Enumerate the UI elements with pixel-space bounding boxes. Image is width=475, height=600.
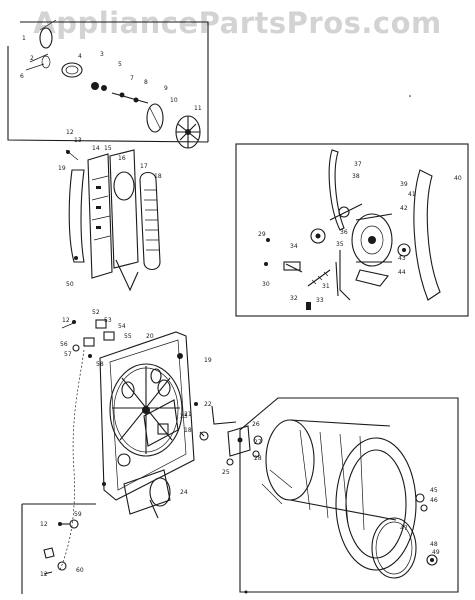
svg-text:57: 57 xyxy=(64,351,72,358)
svg-text:19: 19 xyxy=(204,357,212,364)
svg-text:39: 39 xyxy=(400,181,408,188)
svg-text:43: 43 xyxy=(398,255,406,262)
svg-text:1: 1 xyxy=(22,35,26,42)
svg-text:31: 31 xyxy=(322,283,330,290)
svg-text:16: 16 xyxy=(118,155,126,162)
svg-text:50: 50 xyxy=(66,281,74,288)
svg-text:36: 36 xyxy=(340,229,348,236)
svg-text:17: 17 xyxy=(140,163,148,170)
svg-text:15: 15 xyxy=(104,145,112,152)
svg-text:23: 23 xyxy=(180,413,188,420)
drum-assembly xyxy=(199,397,459,593)
svg-text:20: 20 xyxy=(146,333,154,340)
svg-text:48: 48 xyxy=(430,541,438,548)
svg-text:52: 52 xyxy=(92,309,100,316)
svg-text:56: 56 xyxy=(60,341,68,348)
duct-assembly xyxy=(65,149,161,292)
svg-text:47: 47 xyxy=(400,525,408,532)
bulkhead-callouts: 52 53 54 55 56 57 58 12 19 20 21 22 23 2… xyxy=(60,309,212,496)
heater-element xyxy=(123,469,171,519)
svg-text:5: 5 xyxy=(118,61,122,68)
svg-text:59: 59 xyxy=(74,511,82,518)
svg-text:38: 38 xyxy=(352,173,360,180)
rear-bulkhead xyxy=(59,319,198,571)
svg-text:33: 33 xyxy=(316,297,324,304)
svg-text:24: 24 xyxy=(180,489,188,496)
lint-screen xyxy=(139,171,161,271)
svg-text:22: 22 xyxy=(204,401,212,408)
svg-text:32: 32 xyxy=(290,295,298,302)
svg-text:54: 54 xyxy=(118,323,126,330)
svg-text:4: 4 xyxy=(78,53,82,60)
svg-text:25: 25 xyxy=(222,469,230,476)
svg-text:12: 12 xyxy=(66,129,74,136)
svg-text:18: 18 xyxy=(184,427,192,434)
svg-text:21: 21 xyxy=(184,411,192,418)
svg-text:37: 37 xyxy=(354,161,362,168)
svg-text:3: 3 xyxy=(100,51,104,58)
svg-text:13: 13 xyxy=(74,137,82,144)
svg-text:9: 9 xyxy=(164,85,168,92)
svg-text:12: 12 xyxy=(40,521,48,528)
svg-text:18: 18 xyxy=(154,173,162,180)
duct-callouts: 12 13 14 15 16 17 18 19 50 xyxy=(58,129,162,288)
svg-text:10: 10 xyxy=(170,97,178,104)
svg-text:58: 58 xyxy=(96,361,104,368)
svg-text:12: 12 xyxy=(40,571,48,578)
svg-text:41: 41 xyxy=(408,191,416,198)
tumbler-drum xyxy=(261,419,417,571)
svg-text:2: 2 xyxy=(30,55,34,62)
thermostat-inset xyxy=(21,503,96,594)
blower-assembly-panel xyxy=(7,19,209,149)
svg-text:35: 35 xyxy=(336,241,344,248)
motor-panel xyxy=(235,143,469,317)
svg-text:34: 34 xyxy=(290,243,298,250)
svg-text:60: 60 xyxy=(76,567,84,574)
svg-text:44: 44 xyxy=(398,269,406,276)
blower-impeller xyxy=(175,115,201,149)
drive-motor xyxy=(351,213,393,267)
svg-text:40: 40 xyxy=(454,175,462,182)
svg-text:29: 29 xyxy=(258,231,266,238)
svg-text:6: 6 xyxy=(20,73,24,80)
svg-text:8: 8 xyxy=(144,79,148,86)
svg-text:7: 7 xyxy=(130,75,134,82)
svg-text:42: 42 xyxy=(400,205,408,212)
inset-callouts: 59 12 60 12 xyxy=(40,511,84,578)
svg-text:11: 11 xyxy=(194,105,202,112)
svg-text:28: 28 xyxy=(254,455,262,462)
svg-text:19: 19 xyxy=(58,165,66,172)
svg-text:14: 14 xyxy=(92,145,100,152)
svg-text:46: 46 xyxy=(430,497,438,504)
svg-text:27: 27 xyxy=(254,439,262,446)
svg-text:53: 53 xyxy=(104,317,112,324)
svg-text:12: 12 xyxy=(62,317,70,324)
svg-text:30: 30 xyxy=(262,281,270,288)
blower-callouts: 1 2 3 4 5 6 7 8 9 10 11 xyxy=(20,35,202,112)
svg-text:49: 49 xyxy=(432,549,440,556)
motor-callouts: 37 38 39 40 41 42 43 44 34 35 36 29 30 3… xyxy=(258,161,462,304)
svg-text:45: 45 xyxy=(430,487,438,494)
svg-text:26: 26 xyxy=(252,421,260,428)
drum-callouts: 26 27 28 25 45 46 47 48 49 xyxy=(222,421,440,556)
svg-text:55: 55 xyxy=(124,333,132,340)
